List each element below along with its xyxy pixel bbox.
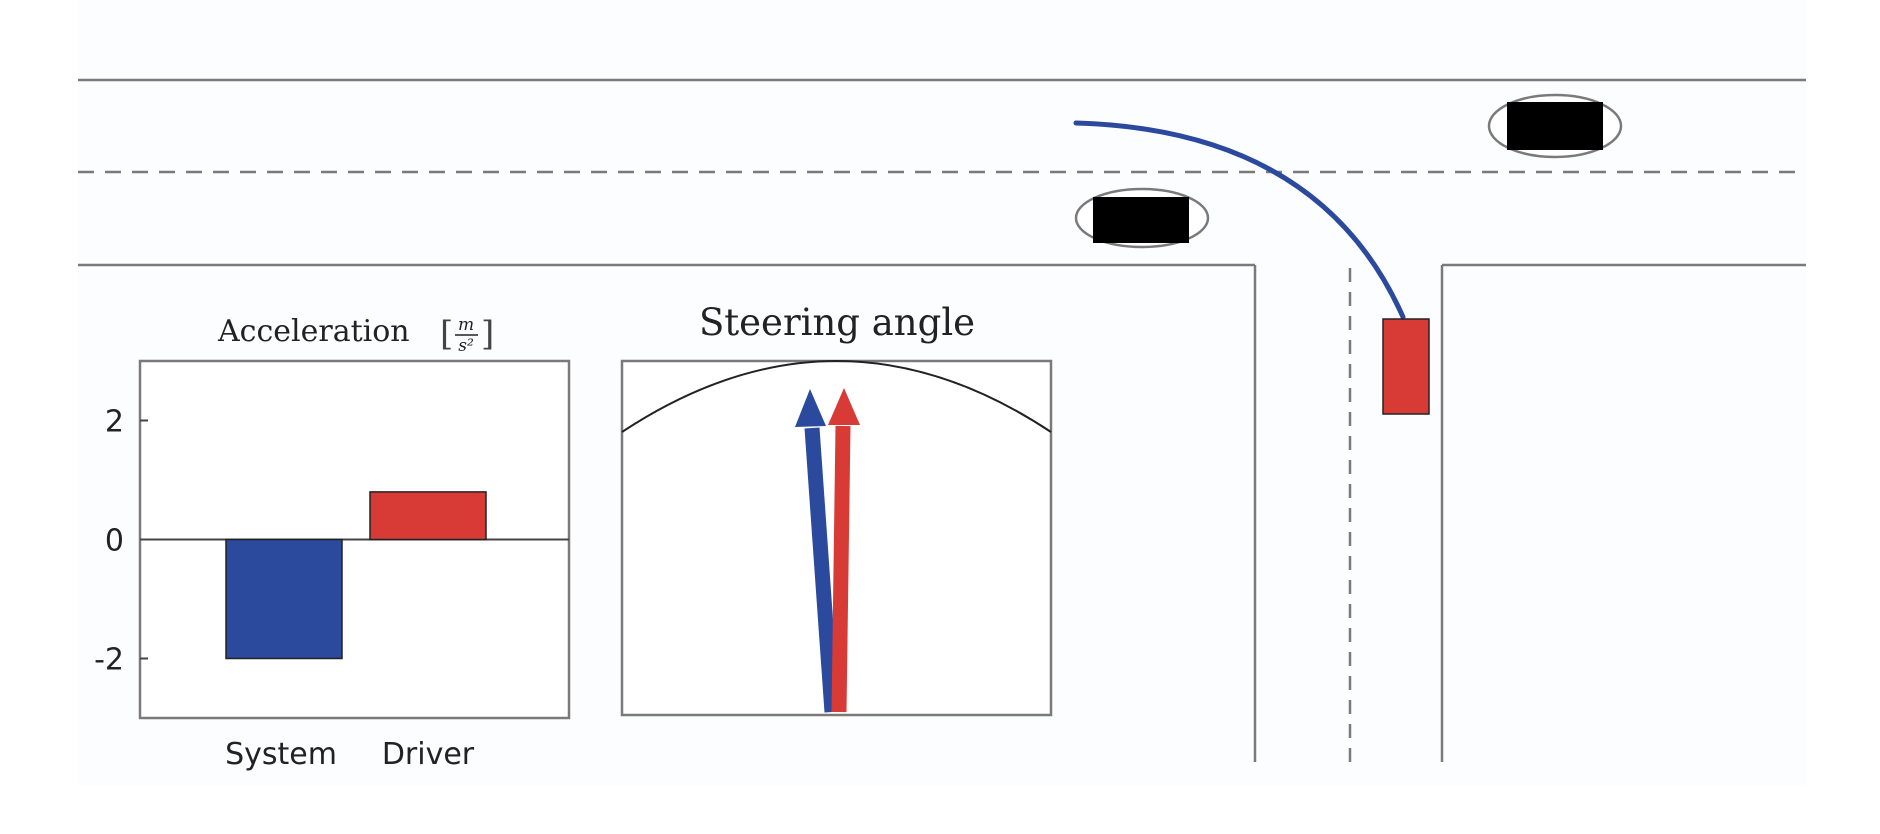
driver-arrow-head [828,388,860,425]
system-steering-arrow [795,389,840,713]
system-arrow-head [795,389,826,427]
steering-title: Steering angle [699,301,975,344]
other-vehicle-near [1074,187,1210,249]
acceleration-unit-denominator: s² [458,336,474,356]
acceleration-title: Acceleration [217,314,410,349]
planned-trajectory [1073,120,1406,320]
category-label-driver: Driver [382,737,475,772]
acceleration-unit-numerator: m [458,315,474,335]
y-tick-label: 2 [105,405,124,440]
steering-arc [621,360,1052,433]
steering-gauge: Steering angle [620,301,1053,717]
bar-system [225,538,343,660]
acceleration-y-axis: 2 0 -2 [94,405,148,678]
system-arrow-shaft [804,427,840,713]
vehicle-body [1093,197,1189,243]
acceleration-chart: Acceleration [ m s² ] 2 0 -2 System Driver [94,314,571,772]
bar-driver [369,491,487,541]
y-tick-label: 0 [105,524,124,559]
ego-vehicle [1382,318,1430,415]
category-label-system: System [225,737,337,772]
acceleration-x-axis: System Driver [225,737,475,772]
driver-steering-arrow [828,388,860,713]
driver-arrow-shaft [831,425,851,713]
acceleration-bars [225,491,487,660]
other-vehicle-far [1487,93,1623,159]
acceleration-unit-bracket-right: ] [481,314,494,354]
y-tick-label: -2 [94,643,124,678]
vehicle-body [1507,102,1603,150]
road [78,78,1806,762]
acceleration-unit-bracket-left: [ [440,314,453,354]
